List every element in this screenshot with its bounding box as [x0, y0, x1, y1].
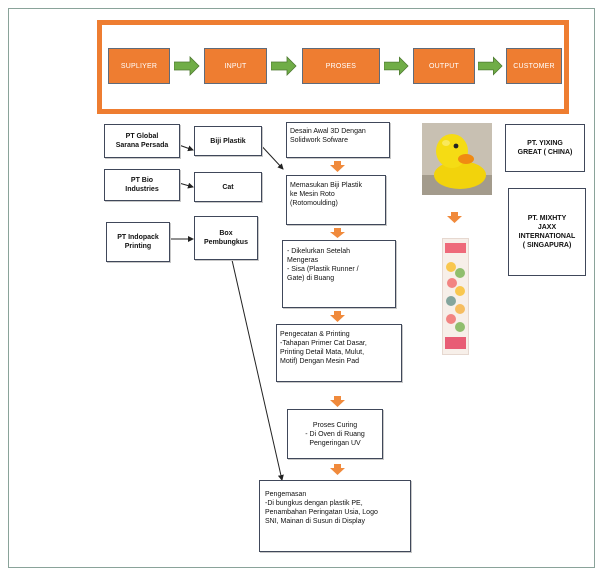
down-arrow-5 [330, 464, 345, 475]
down-arrow-4 [330, 396, 345, 407]
material-box-pembungkus: Box Pembungkus [194, 216, 258, 260]
packaged-toy-icon [443, 239, 468, 354]
process-packaging: Pengemasan -Di bungkus dengan plastik PE… [259, 480, 411, 552]
arrow-bio-to-cat [178, 182, 194, 189]
rubber-duck-photo [422, 123, 492, 195]
material-biji-plastik: Biji Plastik [194, 126, 262, 156]
green-arrow-4 [478, 56, 503, 76]
supplier-indopack: PT Indopack Printing [106, 222, 170, 262]
supplier-global: PT Global Sarana Persada [104, 124, 180, 158]
step-supplier: SUPLIYER [108, 48, 170, 84]
down-arrow-2 [330, 228, 345, 238]
process-design: Desain Awal 3D Dengan Solidwork Sofware [286, 122, 390, 158]
packaged-toy-display-photo [442, 238, 469, 355]
down-arrow-1 [330, 161, 345, 172]
process-rotomoulding: Memasukan Biji Plastik ke Mesin Roto (Ro… [286, 175, 386, 225]
material-cat: Cat [194, 172, 262, 202]
customer-mixhty: PT. MIXHTY JAXX INTERNATIONAL ( SINGAPUR… [508, 188, 586, 276]
step-customer: CUSTOMER [506, 48, 562, 84]
customer-yixing: PT. YIXING GREAT ( CHINA) [505, 124, 585, 172]
process-demould: - Dikelurkan Setelah Mengeras - Sisa (Pl… [282, 240, 396, 308]
down-arrow-output [447, 212, 462, 223]
step-output: OUTPUT [413, 48, 475, 84]
process-painting: Pengecatan & Printing -Tahapan Primer Ca… [276, 324, 402, 382]
rubber-duck-icon [422, 123, 492, 195]
flow-panel: SUPLIYER INPUT PROSES OUTPUT CUSTOMER [97, 20, 569, 114]
supplier-bio: PT Bio Industries [104, 169, 180, 201]
step-proses: PROSES [302, 48, 380, 84]
process-curing: Proses Curing - Di Oven di Ruang Pengeri… [287, 409, 383, 459]
arrow-box-to-packaging [231, 259, 284, 481]
arrow-global-to-biji [178, 144, 194, 152]
green-arrow-2 [271, 56, 297, 76]
down-arrow-3 [330, 311, 345, 322]
step-input: INPUT [204, 48, 267, 84]
green-arrow-3 [384, 56, 409, 76]
green-arrow-1 [174, 56, 200, 76]
